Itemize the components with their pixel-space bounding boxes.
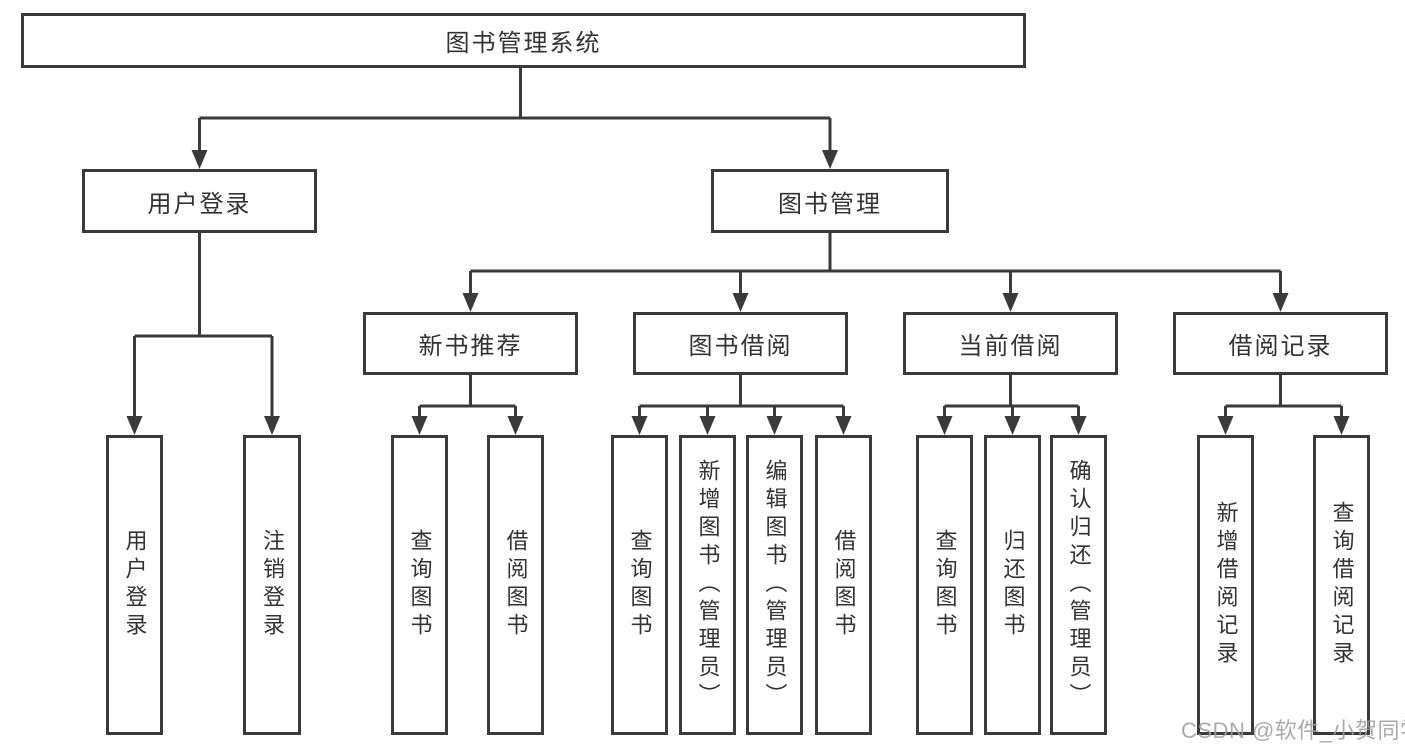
leaf-borrow-books-recommend: 借阅图书 [487,435,544,735]
leaf-label: 用户登录 [122,529,148,641]
leaf-add-books-admin: 新增图书（管理员） [679,435,736,735]
node-label: 图书借阅 [688,333,793,360]
leaf-query-borrow-record: 查询借阅记录 [1313,435,1370,735]
leaf-label: 借阅图书 [503,529,529,641]
node-label: 图书管理系统 [445,30,602,57]
leaf-query-books-recommend: 查询图书 [391,435,448,735]
leaf-logout: 注销登录 [243,435,301,735]
leaf-confirm-return-admin: 确认归还（管理员） [1050,435,1107,735]
leaf-label: 查询图书 [407,529,433,641]
leaf-user-login: 用户登录 [106,435,163,735]
node-book-management: 图书管理 [711,169,949,233]
node-borrowing-records: 借阅记录 [1173,312,1388,375]
node-user-login: 用户登录 [82,169,317,233]
leaf-label: 新增借阅记录 [1213,501,1239,669]
leaf-label: 查询借阅记录 [1329,501,1355,669]
node-current-borrowing: 当前借阅 [903,312,1118,375]
leaf-return-books: 归还图书 [984,435,1041,735]
leaf-borrow-books: 借阅图书 [815,435,872,735]
leaf-label: 借阅图书 [831,529,857,641]
leaf-label: 查询图书 [932,529,958,641]
node-label: 用户登录 [147,190,252,218]
leaf-label: 编辑图书（管理员） [762,459,788,711]
watermark: CSDN @软件_小贺同学 [1181,718,1405,743]
leaf-query-books-borrowing: 查询图书 [611,435,668,735]
leaf-label: 查询图书 [627,529,653,641]
node-library-management-system: 图书管理系统 [21,13,1026,68]
node-label: 图书管理 [778,190,882,218]
leaf-edit-books-admin: 编辑图书（管理员） [746,435,803,735]
node-label: 当前借阅 [958,333,1063,360]
leaf-label: 新增图书（管理员） [695,459,721,711]
leaf-label: 归还图书 [1000,529,1026,641]
node-book-borrowing: 图书借阅 [633,312,848,375]
leaf-add-borrow-record: 新增借阅记录 [1197,435,1254,735]
leaf-query-books-current: 查询图书 [916,435,973,735]
node-label: 新书推荐 [418,333,523,360]
leaf-label: 注销登录 [260,529,285,641]
leaf-label: 确认归还（管理员） [1066,459,1092,711]
node-label: 借阅记录 [1228,333,1333,360]
node-new-book-recommend: 新书推荐 [363,312,578,375]
